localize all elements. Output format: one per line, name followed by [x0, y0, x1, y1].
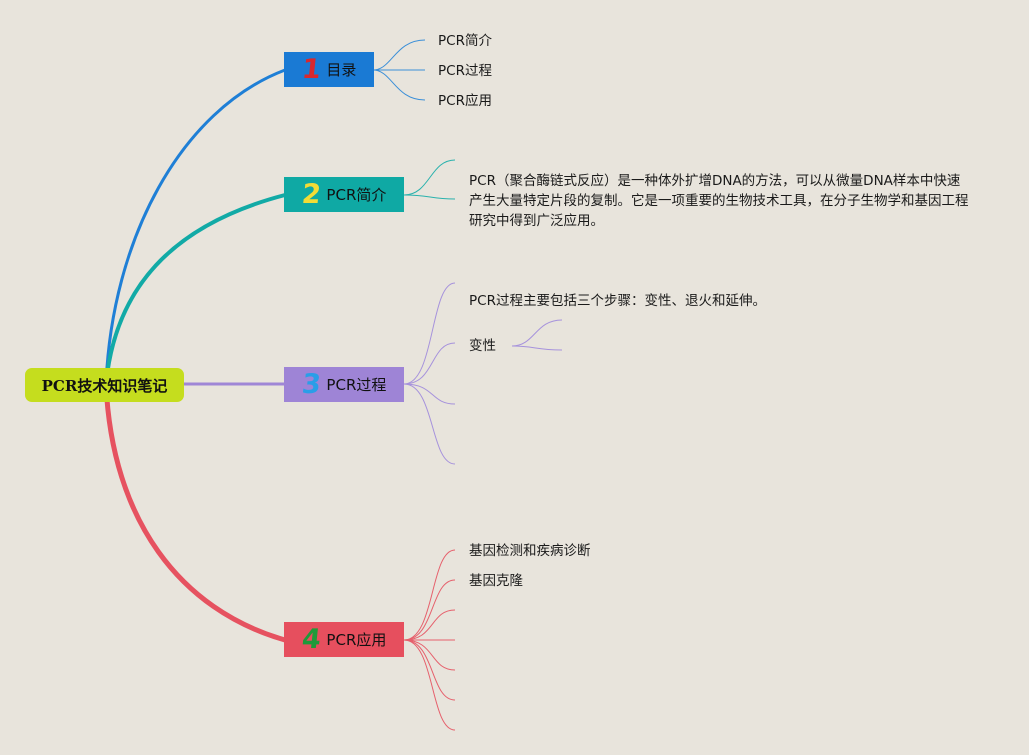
- leaf-node-description[interactable]: PCR（聚合酶链式反应）是一种体外扩增DNA的方法，可以从微量DNA样本中快速产…: [469, 173, 969, 229]
- branch-number: 1: [299, 54, 323, 85]
- root-label: PCR技术知识笔记: [41, 376, 168, 395]
- branch-number: 3: [299, 369, 323, 400]
- branch-label: PCR过程: [326, 376, 387, 394]
- leaf-node[interactable]: 基因克隆: [469, 573, 523, 589]
- branch-node-toc[interactable]: 1 目录: [284, 52, 374, 87]
- branch-number: 4: [299, 624, 323, 655]
- root-node[interactable]: PCR技术知识笔记: [25, 368, 184, 402]
- leaf-node[interactable]: PCR简介: [438, 33, 492, 49]
- leaf-node[interactable]: PCR过程: [438, 63, 492, 79]
- branch-node-applications[interactable]: 4 PCR应用: [284, 622, 404, 657]
- branch-label: PCR应用: [326, 631, 387, 649]
- leaf-node[interactable]: PCR过程主要包括三个步骤：变性、退火和延伸。: [469, 293, 766, 309]
- branch-number: 2: [299, 179, 323, 210]
- branch-label: PCR简介: [326, 186, 387, 204]
- branch-node-process[interactable]: 3 PCR过程: [284, 367, 404, 402]
- branch-label: 目录: [326, 61, 357, 79]
- leaf-node[interactable]: 基因检测和疾病诊断: [469, 543, 591, 559]
- branch-node-intro[interactable]: 2 PCR简介: [284, 177, 404, 212]
- leaf-node[interactable]: PCR应用: [438, 93, 492, 109]
- leaf-node[interactable]: 变性: [469, 338, 496, 354]
